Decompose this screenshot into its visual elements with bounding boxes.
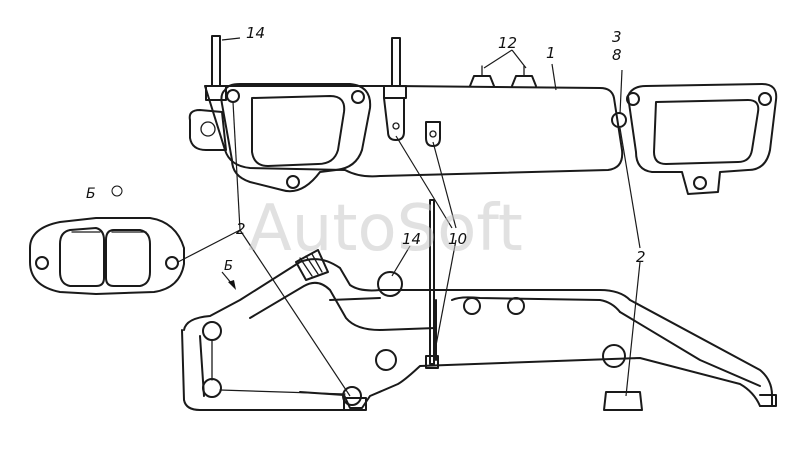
- callout-8: 8: [612, 46, 622, 64]
- callout-12: 12: [498, 34, 517, 52]
- view-b-label: Б: [86, 186, 96, 202]
- gasket-view-b: [29, 217, 185, 295]
- manifold-lower-pipe: [181, 199, 777, 411]
- callout-10: 10: [448, 230, 467, 248]
- watermark: AutoSoft: [248, 192, 523, 266]
- callout-14-middle: 14: [402, 230, 421, 248]
- manifold-upper-body: [188, 35, 778, 195]
- callout-3: 3: [612, 28, 622, 46]
- callout-2-right: 2: [636, 248, 646, 266]
- leader-lines: [177, 37, 641, 397]
- view-b-marker: [111, 185, 123, 197]
- callout-1: 1: [546, 44, 556, 62]
- callout-2-left: 2: [236, 220, 246, 238]
- view-b-arrow-label: Б: [224, 259, 233, 274]
- callout-14-top: 14: [246, 24, 265, 42]
